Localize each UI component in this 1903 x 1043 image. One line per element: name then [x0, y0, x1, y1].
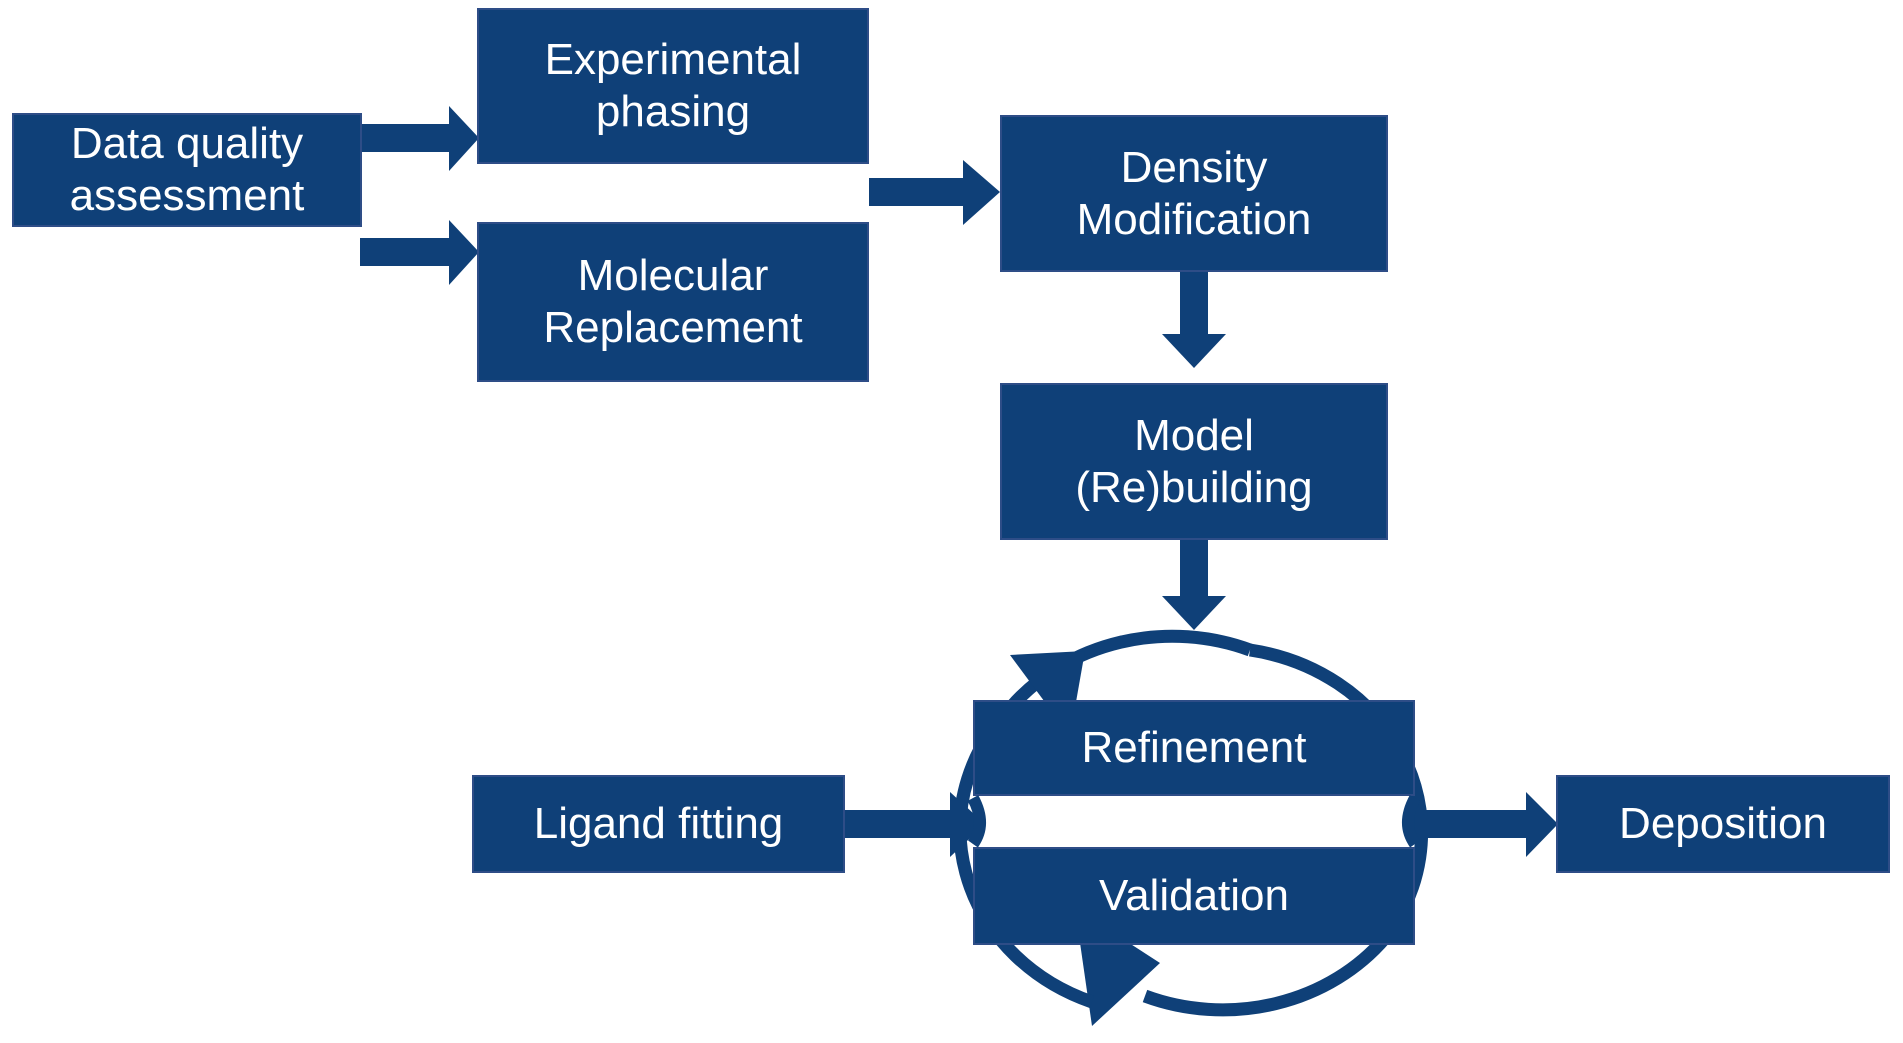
node-label-validation: Validation [1099, 871, 1289, 921]
cycle-bottom-arc [1142, 933, 1390, 1017]
node-refinement[interactable]: Refinement [973, 700, 1415, 796]
node-label-experimental-phasing: Experimental phasing [544, 35, 802, 136]
cycle-right-gap-arc [1402, 795, 1421, 848]
node-ligand-fitting[interactable]: Ligand fitting [472, 775, 845, 873]
node-label-density-modification: Density Modification [1076, 142, 1312, 244]
node-data-quality-assessment[interactable]: Data quality assessment [12, 113, 362, 227]
node-deposition[interactable]: Deposition [1556, 775, 1890, 873]
edge-dqa-to-molecular-replacement [360, 220, 479, 285]
edge-validation-to-deposition [1408, 792, 1558, 857]
node-model-rebuilding[interactable]: Model (Re)building [1000, 383, 1388, 540]
node-molecular-replacement[interactable]: Molecular Replacement [477, 222, 869, 382]
node-label-ligand-fitting: Ligand fitting [533, 799, 784, 849]
cycle-left-gap-arc [967, 795, 986, 848]
node-label-molecular-replacement: Molecular Replacement [543, 251, 803, 352]
node-density-modification[interactable]: Density Modification [1000, 115, 1388, 272]
node-validation[interactable]: Validation [973, 847, 1415, 945]
node-label-refinement: Refinement [1081, 723, 1307, 773]
edge-density-modification-to-model-rebuilding [1162, 272, 1226, 368]
cycle-top-arc [1007, 629, 1253, 711]
edge-ligand-fitting-to-refinement [845, 792, 985, 857]
edge-model-rebuilding-to-refinement [1162, 540, 1226, 630]
edge-dqa-to-experimental-phasing [360, 106, 479, 171]
edge-phasing-to-density-modification [869, 160, 1000, 225]
node-label-deposition: Deposition [1619, 799, 1827, 849]
node-label-data-quality-assessment: Data quality assessment [69, 119, 305, 220]
node-experimental-phasing[interactable]: Experimental phasing [477, 8, 869, 164]
node-label-model-rebuilding: Model (Re)building [1075, 410, 1313, 512]
